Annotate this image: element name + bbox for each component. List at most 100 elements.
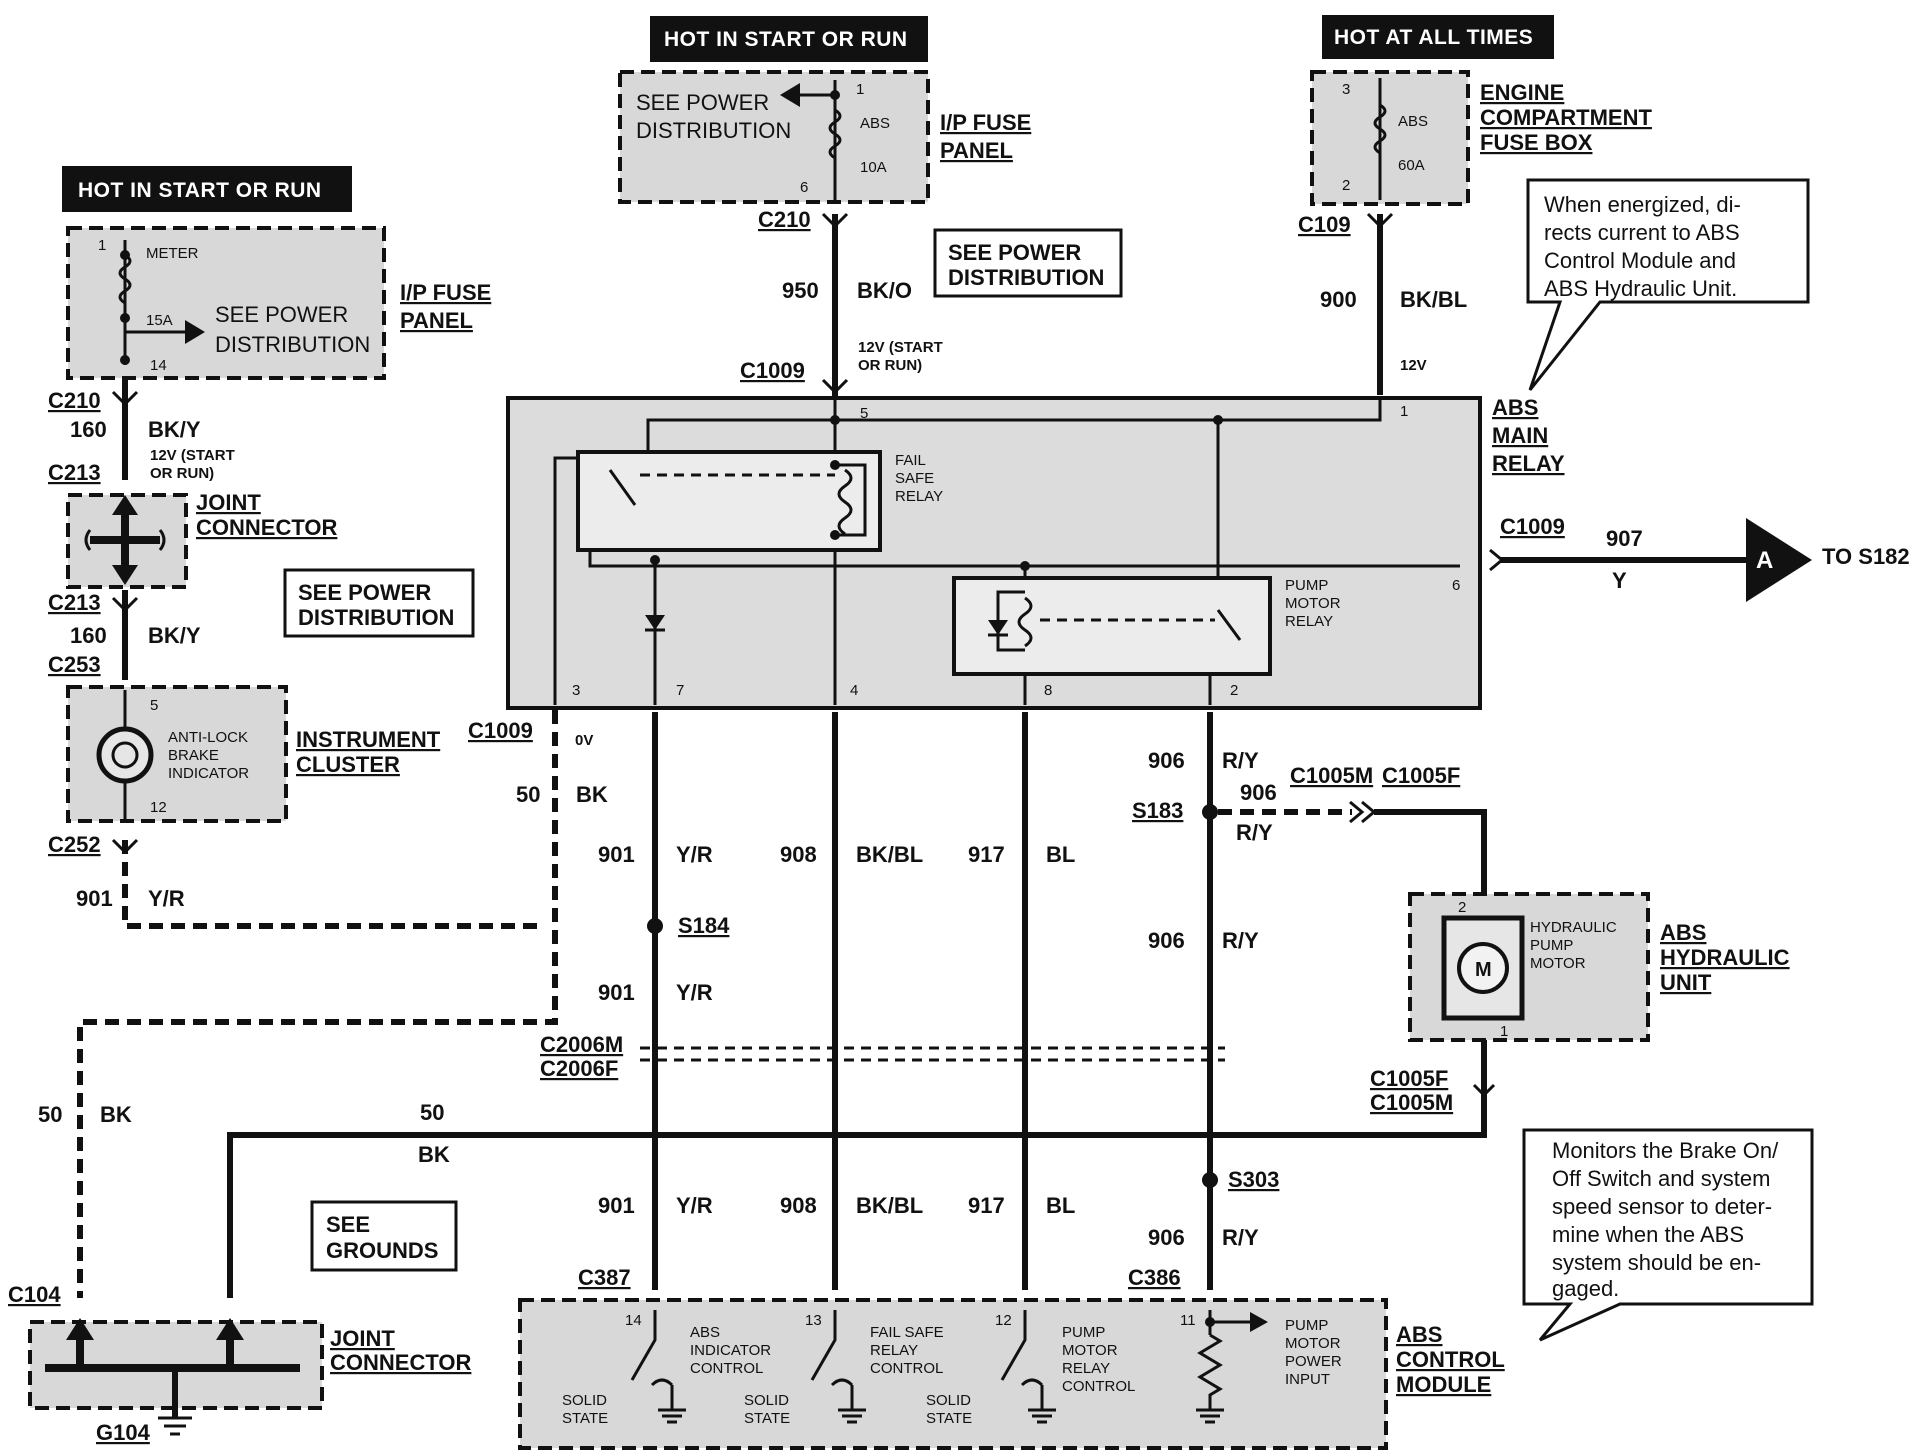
- state-label: SOLID: [744, 1392, 789, 1409]
- component-label: HYDRAULIC: [1660, 945, 1790, 970]
- connector-label: C1009: [740, 358, 805, 383]
- abs-control-module: 14 ABS INDICATOR CONTROL SOLID STATE 13 …: [518, 1298, 1505, 1450]
- component-label: UNIT: [1660, 970, 1712, 995]
- relay-label: PUMP: [1285, 577, 1328, 594]
- state-label: STATE: [926, 1410, 972, 1427]
- channel-label: CONTROL: [1062, 1378, 1135, 1395]
- wire-901-to-cluster: [122, 840, 540, 929]
- component-label: ABS: [1492, 395, 1538, 420]
- component-label: JOINT: [196, 490, 261, 515]
- splice-label: S303: [1228, 1167, 1279, 1192]
- see-power-text: SEE POWER: [636, 90, 769, 115]
- component-inner-label: INDICATOR: [168, 765, 249, 782]
- pin-label: 3: [572, 682, 580, 699]
- connector-label: C2006F: [540, 1056, 618, 1081]
- wire-color: BK/BL: [856, 1193, 923, 1218]
- banner-top-right: HOT AT ALL TIMES: [1322, 15, 1554, 59]
- component-label: JOINT: [330, 1326, 395, 1351]
- wire-50-ground: [227, 1040, 1487, 1298]
- wire-color: R/Y: [1222, 1225, 1259, 1250]
- channel-label: ABS: [690, 1324, 720, 1341]
- fuse-name: ABS: [860, 115, 890, 132]
- wire-color: R/Y: [1222, 748, 1259, 773]
- diode-icon: [645, 615, 665, 630]
- connector-chevron-icon: [111, 390, 139, 407]
- state-label: SOLID: [926, 1392, 971, 1409]
- arrow-right-icon: [1250, 1312, 1268, 1332]
- wire-color: BK/O: [857, 278, 912, 303]
- pin-label: 1: [1400, 403, 1408, 420]
- see-box-text: SEE: [326, 1212, 370, 1237]
- wire-color: BL: [1046, 842, 1075, 867]
- component-label: INSTRUMENT: [296, 727, 441, 752]
- wire-color: Y/R: [676, 842, 713, 867]
- channel-label: RELAY: [1062, 1360, 1110, 1377]
- note-line: Monitors the Brake On/: [1552, 1138, 1779, 1163]
- see-box-text: DISTRIBUTION: [298, 605, 454, 630]
- channel-label: INPUT: [1285, 1371, 1330, 1388]
- relay-coil-icon: [837, 468, 853, 536]
- channel-label: FAIL SAFE: [870, 1324, 944, 1341]
- pin-label: 12: [995, 1312, 1012, 1329]
- connector-label: C213: [48, 460, 101, 485]
- connector-label: C2006M: [540, 1032, 623, 1057]
- fuse-rating: 15A: [146, 312, 173, 329]
- connector-label: C386: [1128, 1265, 1181, 1290]
- ground-icon: [838, 1408, 866, 1424]
- fuse-name: ABS: [1398, 113, 1428, 130]
- channel-label: CONTROL: [870, 1360, 943, 1377]
- note-line: mine when the ABS: [1552, 1222, 1744, 1247]
- connector-label: C210: [758, 207, 811, 232]
- component-label: FUSE BOX: [1480, 130, 1593, 155]
- note-line: Control Module and: [1544, 248, 1736, 273]
- splice-label: S183: [1132, 798, 1183, 823]
- connector-chevron-icon: [1472, 1083, 1496, 1098]
- splice-dot: [1202, 1172, 1218, 1188]
- pin-label: 2: [1458, 899, 1466, 916]
- wire-note: 0V: [575, 732, 593, 749]
- pin-label: 5: [150, 697, 158, 714]
- wire-circuit: 50: [516, 782, 540, 807]
- fuse-rating: 60A: [1398, 157, 1425, 174]
- relay-label: MOTOR: [1285, 595, 1341, 612]
- channel-label: PUMP: [1285, 1317, 1328, 1334]
- wire-color: BK: [100, 1102, 132, 1127]
- wire-note: 12V (START: [858, 339, 943, 356]
- note-line: speed sensor to deter-: [1552, 1194, 1772, 1219]
- arrow-right-icon: [185, 320, 205, 344]
- connector-c2006: [640, 1046, 1225, 1062]
- wire-color: BK: [418, 1142, 450, 1167]
- see-power-distribution-left: SEE POWER DISTRIBUTION: [283, 568, 475, 638]
- connector-label: C1009: [1500, 514, 1565, 539]
- note-line: gaged.: [1552, 1276, 1619, 1301]
- note-line: ABS Hydraulic Unit.: [1544, 276, 1737, 301]
- component-label: I/P FUSE: [400, 280, 491, 305]
- wire-color: BK/Y: [148, 623, 201, 648]
- joint-connector-top: JOINT CONNECTOR: [66, 490, 337, 589]
- note-control-module: Monitors the Brake On/ Off Switch and sy…: [1522, 1128, 1814, 1342]
- wire-color: Y/R: [676, 980, 713, 1005]
- channel-label: PUMP: [1062, 1324, 1105, 1341]
- wire-circuit: 50: [38, 1102, 62, 1127]
- channel-label: CONTROL: [690, 1360, 763, 1377]
- pin-label: 8: [1044, 682, 1052, 699]
- component-label: ENGINE: [1480, 80, 1564, 105]
- pin-label: 14: [150, 357, 167, 374]
- pump-motor-relay: [952, 576, 1272, 676]
- banner-left: HOT IN START OR RUN: [62, 166, 352, 212]
- component-label: CONNECTOR: [196, 515, 337, 540]
- engine-compartment-fuse-box: 3 2 ABS 60A ENGINE COMPARTMENT FUSE BOX: [1310, 70, 1652, 206]
- connector-label: C210: [48, 388, 101, 413]
- component-label: MODULE: [1396, 1372, 1491, 1397]
- arrow-up-icon: [216, 1318, 244, 1340]
- note-line: Off Switch and system: [1552, 1166, 1770, 1191]
- wire-circuit: 908: [780, 1193, 817, 1218]
- wire-note: 12V (START: [150, 447, 235, 464]
- pin-label: 2: [1342, 177, 1350, 194]
- see-box-text: DISTRIBUTION: [948, 265, 1104, 290]
- wire-circuit: 917: [968, 1193, 1005, 1218]
- splice-label: S184: [678, 913, 730, 938]
- pin-label: 6: [1452, 577, 1460, 594]
- component-label: CONNECTOR: [330, 1350, 471, 1375]
- component-label: PANEL: [940, 138, 1013, 163]
